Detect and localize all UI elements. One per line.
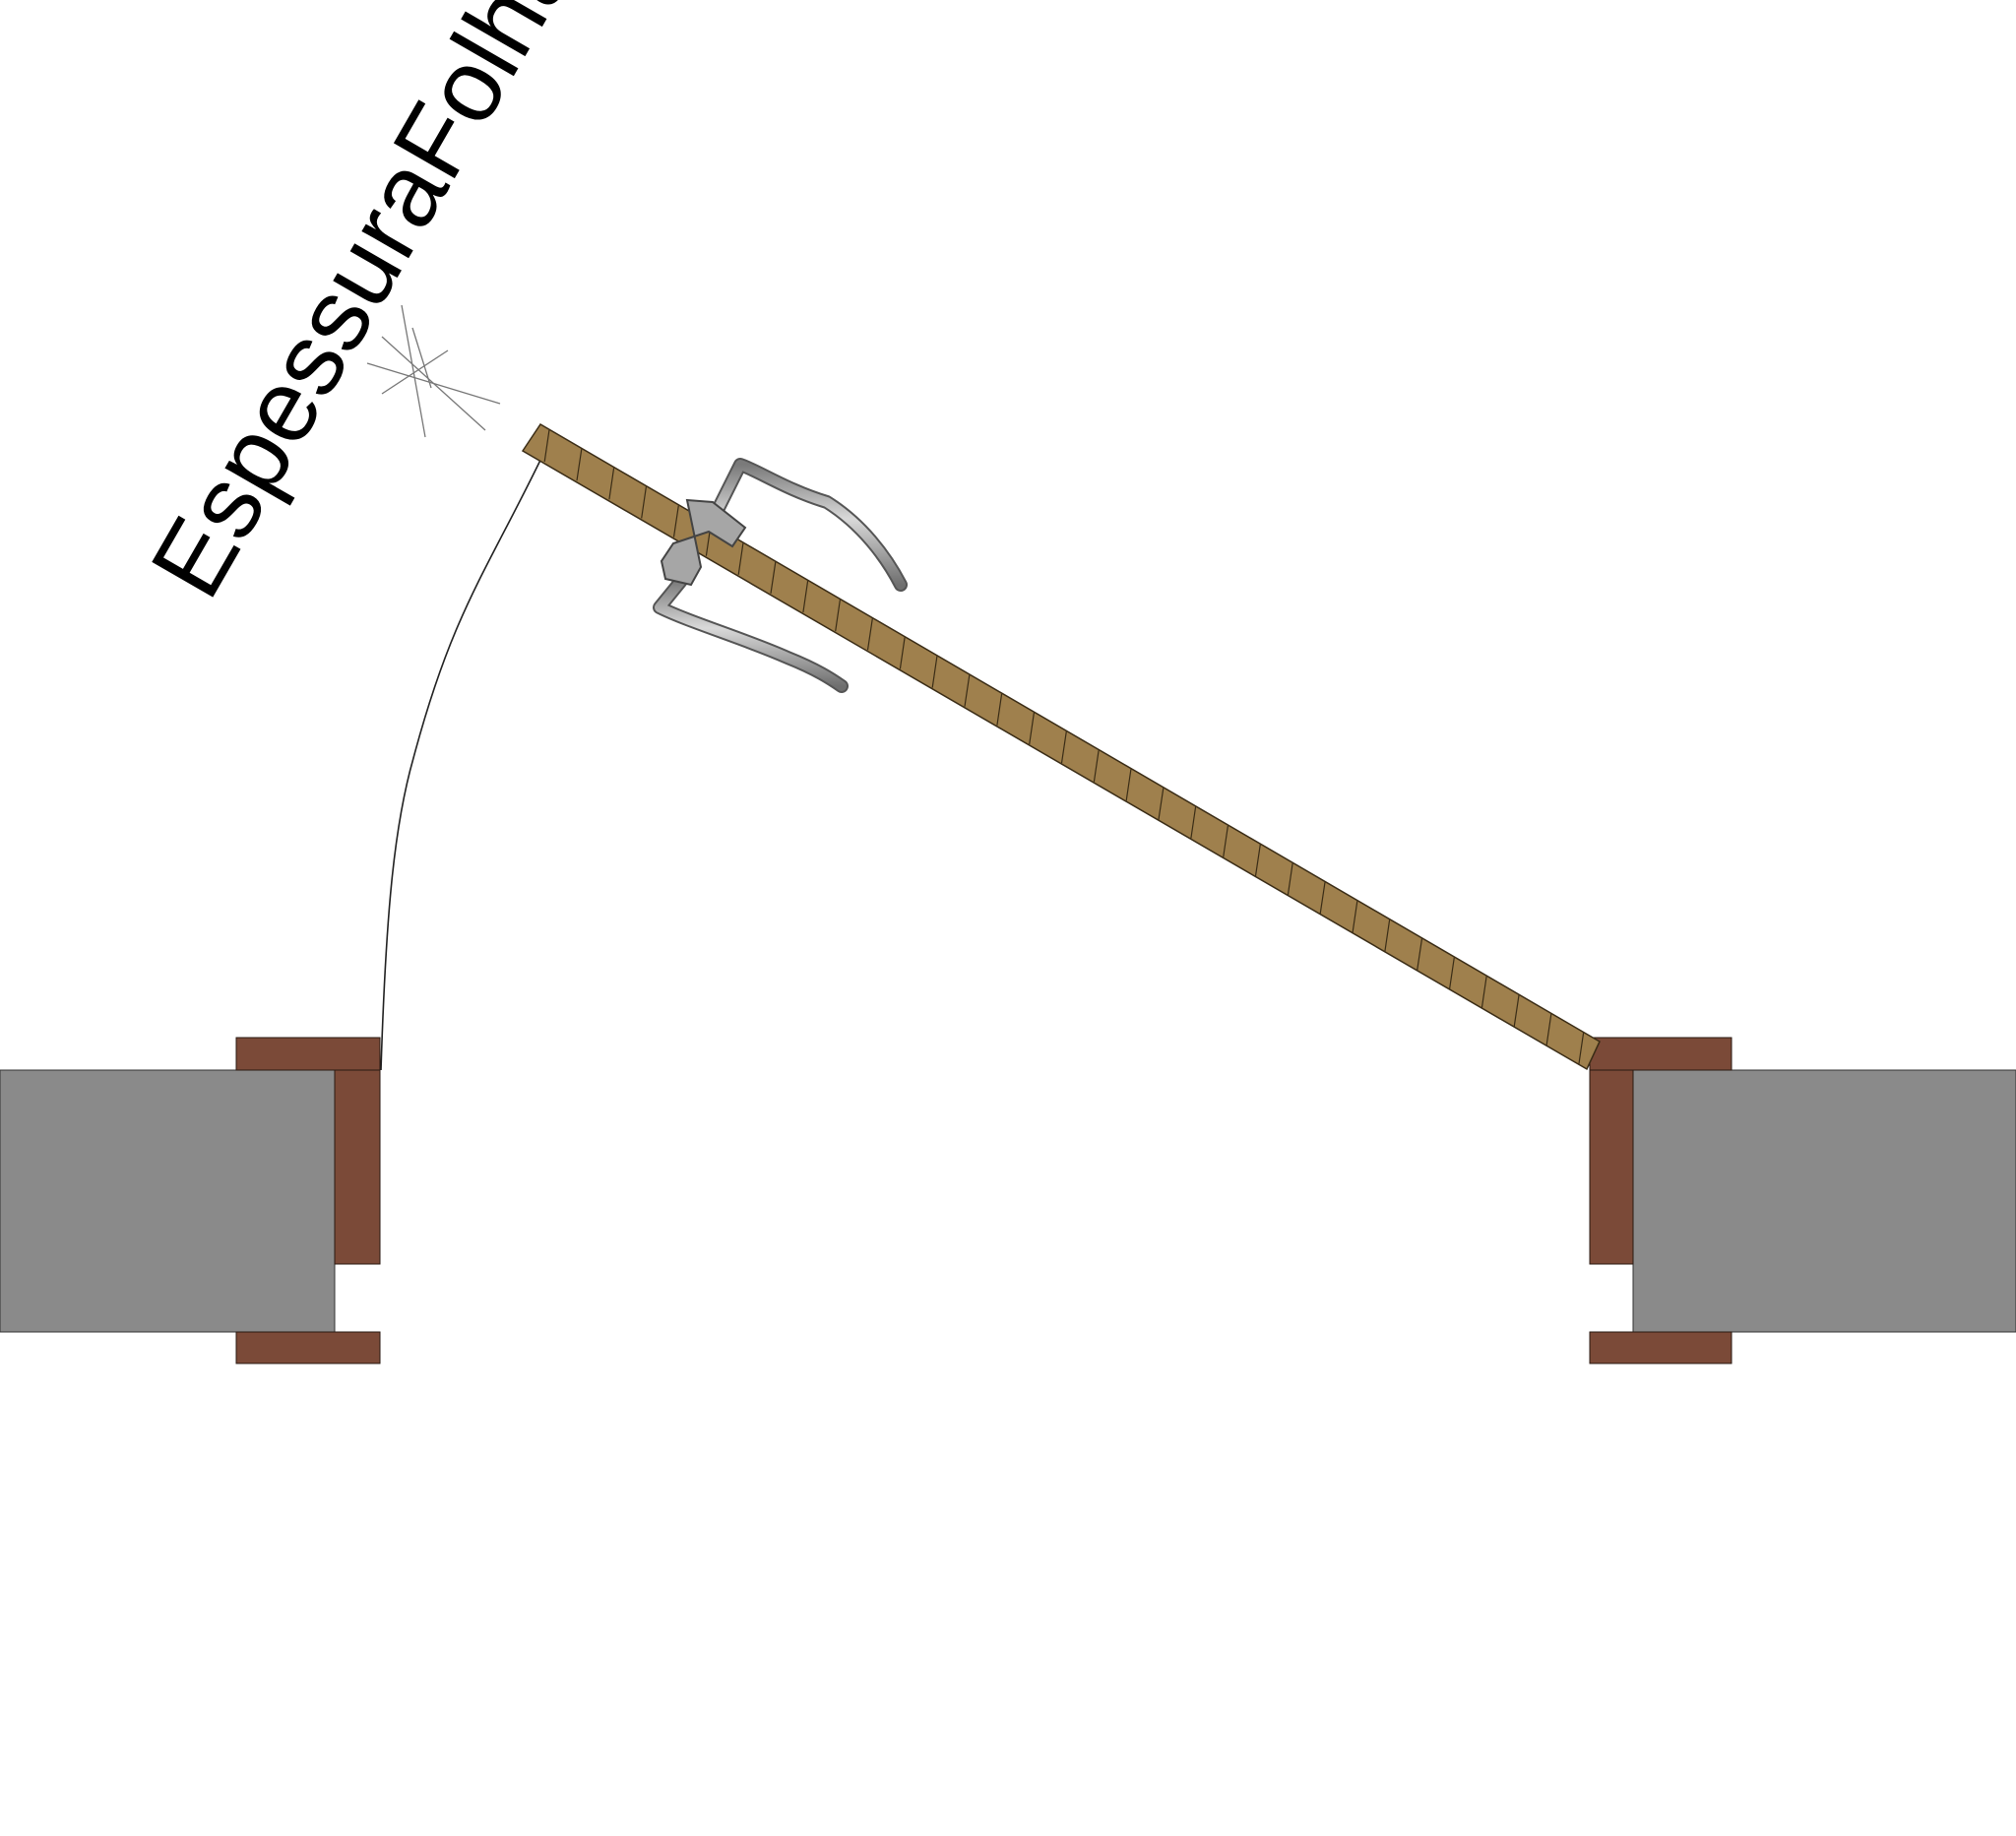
door-leaf-hatch-line bbox=[1190, 806, 1197, 839]
door-leaf-hatch-line bbox=[1287, 862, 1293, 896]
door-leaf-hatch-line bbox=[1319, 882, 1326, 915]
door-handle bbox=[653, 458, 908, 693]
dimension-tick bbox=[401, 304, 426, 438]
door-leaf-hatch-line bbox=[1029, 712, 1035, 745]
door-leaf-hatch-line bbox=[641, 486, 647, 519]
door-swing-arc bbox=[380, 447, 547, 1071]
door-leaf-hatch-line bbox=[1125, 769, 1132, 801]
handle-rosette bbox=[660, 498, 747, 587]
door-leaf-hatch-line bbox=[1417, 938, 1423, 971]
door-leaf-hatch-line bbox=[1060, 731, 1067, 764]
door-leaf-hatch-line bbox=[866, 618, 873, 651]
door-leaf-hatch-line bbox=[1513, 994, 1520, 1027]
right-frame-top-stop bbox=[1589, 1037, 1732, 1071]
door-leaf-hatch-line bbox=[1158, 788, 1165, 820]
door-leaf-hatch-line bbox=[802, 581, 809, 613]
dimension-tick bbox=[381, 349, 449, 395]
dimension-tick bbox=[411, 327, 432, 389]
door-leaf-hatch-line bbox=[899, 637, 906, 669]
dimension-label: EspessuraFolha bbox=[129, 0, 598, 615]
right-frame-bottom-trim bbox=[1589, 1331, 1732, 1364]
handle-lever-upper-highlight bbox=[712, 460, 906, 590]
door-leaf-hatch-line bbox=[1223, 825, 1228, 857]
right-wall bbox=[1632, 1069, 2016, 1333]
left-wall bbox=[0, 1069, 336, 1333]
door-leaf-hatch-line bbox=[1254, 844, 1261, 876]
door-leaf-hatch-line bbox=[931, 656, 938, 688]
door-leaf-hatch-line bbox=[996, 693, 1003, 726]
door-leaf-hatch-line bbox=[737, 542, 744, 575]
door-leaf-hatch-line bbox=[770, 561, 777, 594]
door-leaf-hatch-line bbox=[1480, 976, 1487, 1008]
right-frame-jamb bbox=[1589, 1069, 1634, 1265]
handle-lever-lower-highlight bbox=[655, 576, 847, 691]
door-leaf-hatch-line bbox=[1545, 1014, 1552, 1046]
door-leaf-hatch-line bbox=[543, 430, 550, 463]
door-leaf-hatch-line bbox=[1449, 957, 1455, 989]
left-frame-jamb bbox=[334, 1069, 381, 1265]
dimension-marks bbox=[366, 304, 501, 438]
left-frame-bottom-trim bbox=[235, 1331, 381, 1364]
door-leaf-hatch-line bbox=[1093, 750, 1100, 783]
door-leaf-hatch-line bbox=[964, 674, 971, 707]
door-leaf-hatch-line bbox=[1578, 1033, 1585, 1065]
left-frame-top-stop bbox=[235, 1037, 381, 1071]
door-leaf-hatch-line bbox=[835, 600, 841, 632]
door-leaf-hatch-line bbox=[576, 449, 583, 481]
left-door-frame bbox=[235, 1037, 381, 1364]
right-door-frame bbox=[1589, 1037, 1732, 1364]
door-leaf-hatch-line bbox=[1384, 919, 1391, 952]
door-leaf-hatch-line bbox=[1352, 901, 1358, 933]
door-leaf-body bbox=[521, 422, 1601, 1071]
dimension-extension-line bbox=[381, 336, 486, 431]
door-leaf bbox=[521, 422, 1601, 1071]
door-leaf-hatch-line bbox=[608, 468, 615, 500]
door-leaf-hatching bbox=[543, 430, 1585, 1065]
door-leaf-hatch-line bbox=[672, 505, 679, 538]
